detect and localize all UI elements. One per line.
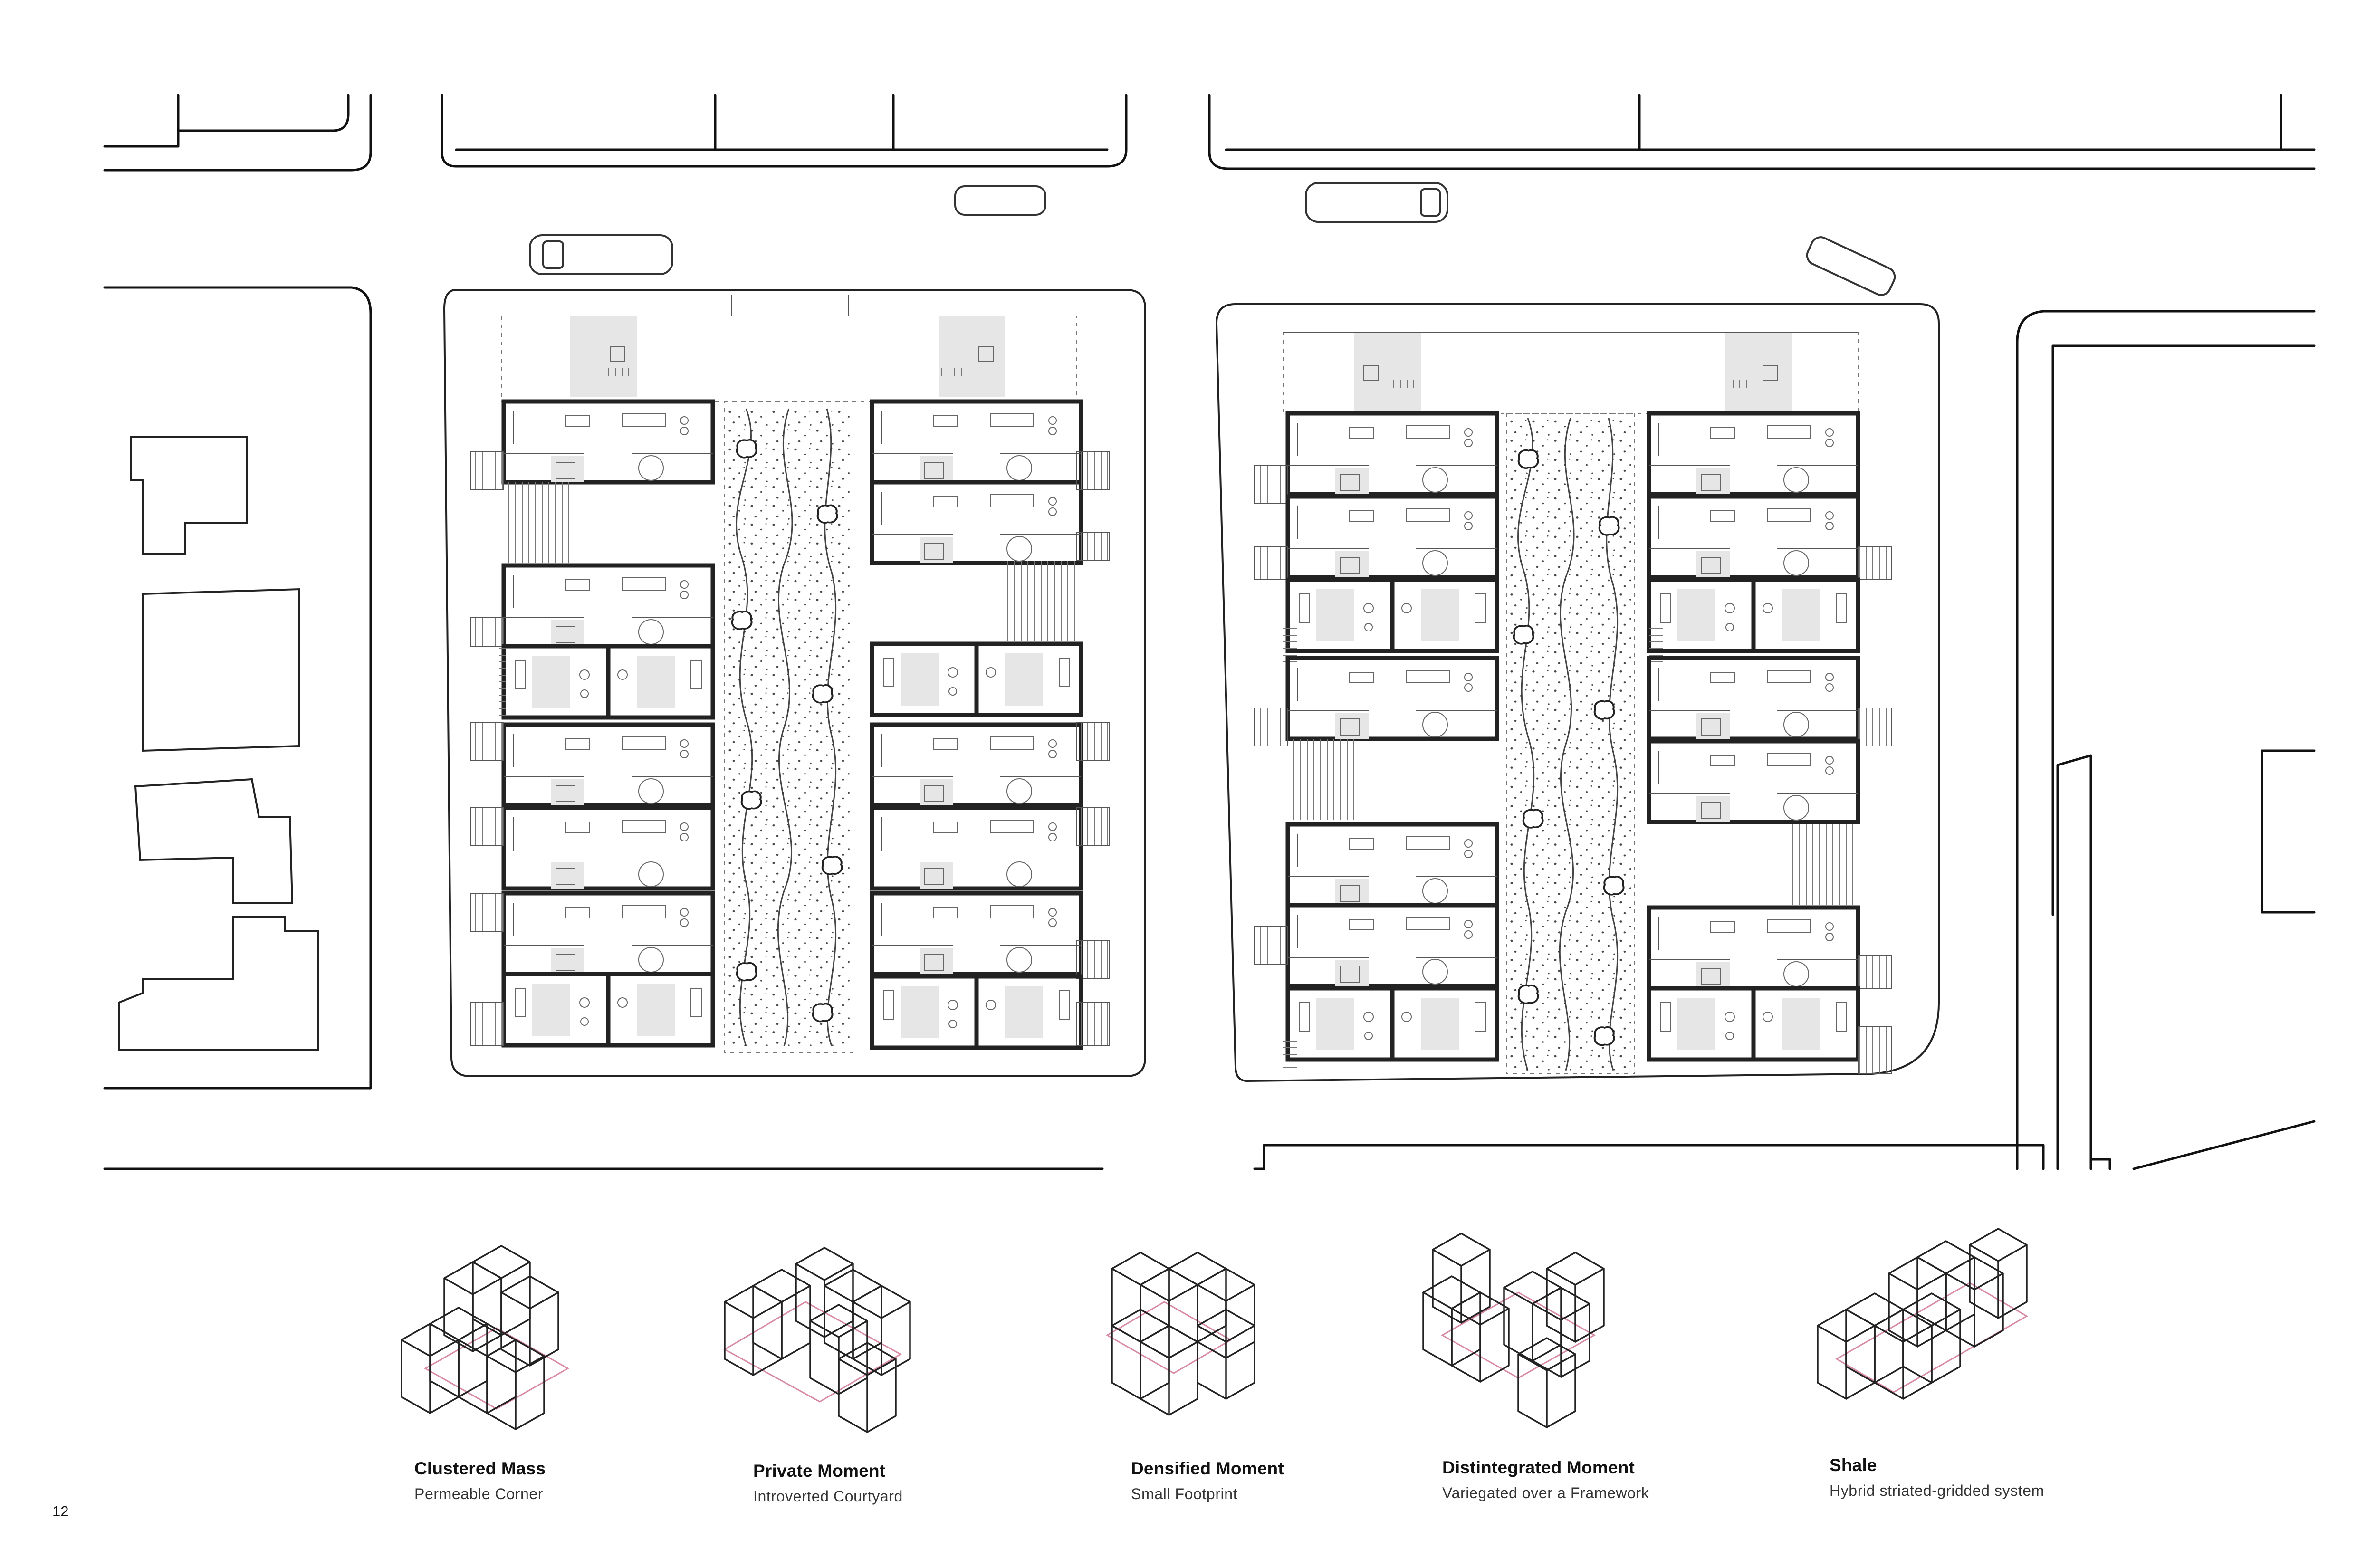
typology-subtitle: Variegated over a Framework [1442,1484,1649,1501]
neighbor-buildings [118,436,319,1051]
typology-title: Shale [1830,1455,1877,1475]
typology-title: Clustered Mass [414,1459,546,1478]
site-right [1215,303,1940,1082]
typology-subtitle: Introverted Courtyard [753,1488,903,1505]
typology-caption-clustered-mass: Clustered Mass Permeable Corner [414,1459,747,1503]
typology-caption-disintegrated-moment: Distintegrated Moment Variegated over a … [1442,1458,1775,1502]
typology-title: Densified Moment [1131,1459,1284,1478]
typology-caption-private-moment: Private Moment Introverted Courtyard [753,1461,1086,1505]
iso-private-moment [723,1247,911,1433]
iso-clustered-mass [401,1245,570,1430]
site-left [443,289,1146,1077]
typology-title: Distintegrated Moment [1442,1458,1635,1477]
typology-caption-densified-moment: Densified Moment Small Footprint [1131,1459,1464,1503]
iso-densified-moment [1106,1252,1255,1416]
typology-subtitle: Small Footprint [1131,1485,1238,1502]
iso-shale [1817,1228,2028,1400]
typology-subtitle: Hybrid striated-gridded system [1830,1482,2044,1499]
typology-title: Private Moment [753,1461,886,1481]
typology-caption-shale: Shale Hybrid striated-gridded system [1830,1455,2162,1500]
page-number-left: 12 [52,1503,69,1520]
typology-subtitle: Permeable Corner [414,1485,544,1502]
parked-cars [529,182,1896,296]
street-network [103,94,2316,1170]
iso-disintegrated-moment [1422,1233,1605,1428]
